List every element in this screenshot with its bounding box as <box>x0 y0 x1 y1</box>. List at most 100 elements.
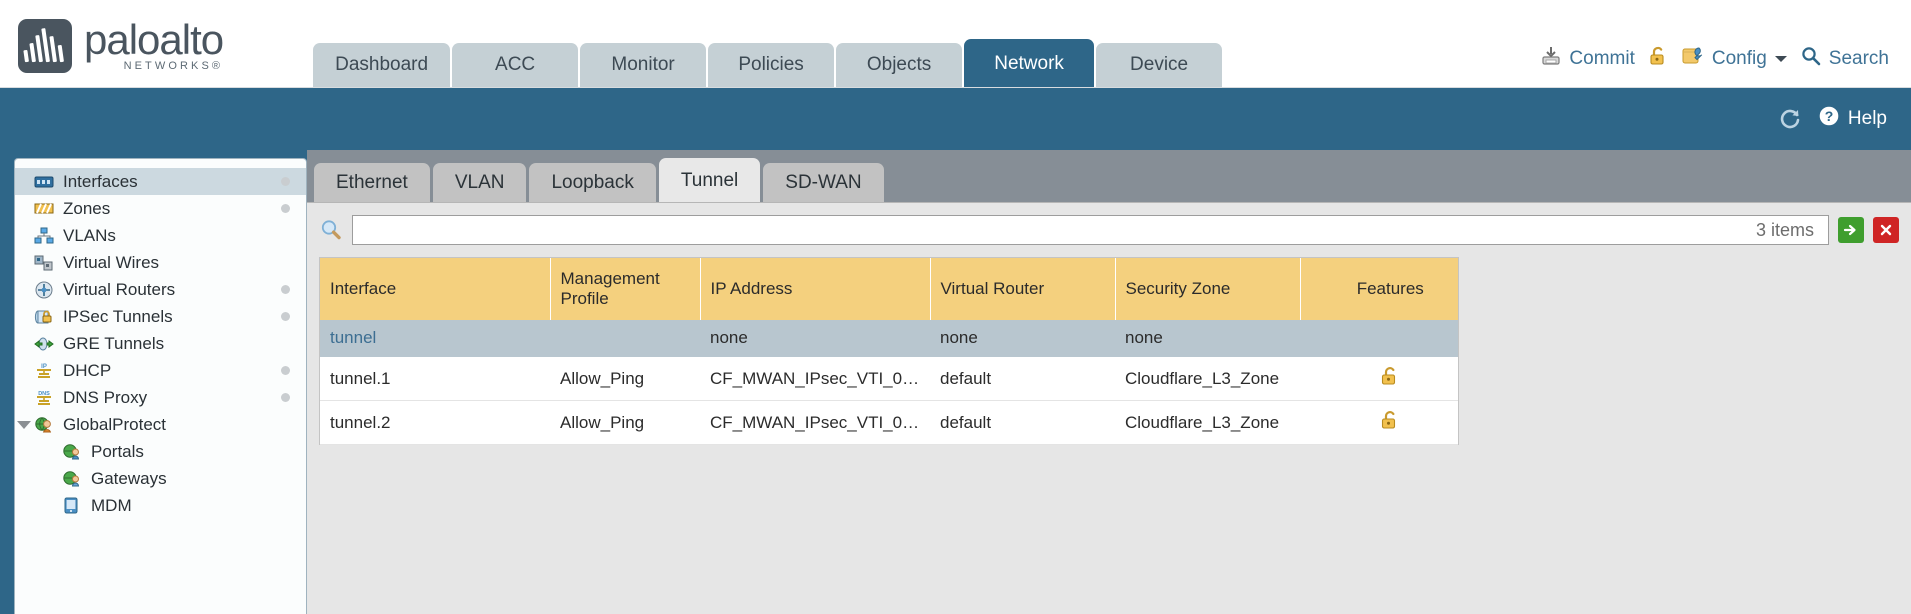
magnifier-icon <box>1800 45 1822 73</box>
sidebar-item-vlans[interactable]: VLANs <box>15 222 306 249</box>
commit-icon <box>1540 45 1562 73</box>
nav-tab-label: ACC <box>495 54 536 76</box>
nav-tab-objects[interactable]: Objects <box>836 43 963 87</box>
search-button[interactable]: Search <box>1800 45 1889 73</box>
cell-features <box>1300 356 1458 401</box>
chevron-down-icon <box>1774 48 1788 70</box>
mdm-icon <box>61 497 83 515</box>
commit-label: Commit <box>1569 48 1635 69</box>
nav-tab-device[interactable]: Device <box>1096 43 1223 87</box>
subtab-vlan[interactable]: VLAN <box>432 163 527 202</box>
sidebar-item-label: VLANs <box>63 225 116 245</box>
clear-filter-button[interactable] <box>1873 217 1899 243</box>
cell-interface[interactable]: tunnel.2 <box>320 400 550 445</box>
nav-tab-label: Objects <box>866 54 932 76</box>
column-header-management-profile[interactable]: Management Profile <box>550 258 701 320</box>
sidebar-item-virtual-routers[interactable]: Virtual Routers <box>15 276 306 303</box>
item-count-label: 3 items <box>1755 219 1814 240</box>
sidebar-item-interfaces[interactable]: Interfaces <box>15 168 306 195</box>
sidebar-item-globalprotect[interactable]: GlobalProtect <box>15 411 306 438</box>
cell-management-profile: Allow_Ping <box>550 400 700 445</box>
interfaces-panel: 3 items <box>307 202 1911 614</box>
nav-tab-label: Monitor <box>611 54 675 76</box>
virtual-routers-icon <box>33 281 55 299</box>
sidebar-item-label: Portals <box>91 441 144 461</box>
sidebar-item-label: GlobalProtect <box>63 414 166 434</box>
gateways-icon <box>61 470 83 488</box>
config-menu-button[interactable]: Config <box>1681 45 1788 73</box>
help-circle-icon: ? <box>1817 104 1841 134</box>
expand-caret-icon[interactable] <box>17 420 31 429</box>
sidebar-item-dhcp[interactable]: IP DHCP <box>15 357 306 384</box>
column-header-ip-address[interactable]: IP Address <box>700 258 931 320</box>
cell-interface[interactable]: tunnel.1 <box>320 356 550 401</box>
cell-virtual-router: none <box>930 320 1115 357</box>
sidebar-item-gateways[interactable]: Gateways <box>15 465 306 492</box>
table-header: Interface Management Profile IP Address … <box>320 258 1458 320</box>
sidebar-item-status-dot <box>281 366 290 375</box>
nav-tab-network[interactable]: Network <box>964 39 1095 87</box>
config-label: Config <box>1711 48 1767 69</box>
svg-text:?: ? <box>1825 108 1834 124</box>
nav-tab-policies[interactable]: Policies <box>708 43 835 87</box>
sidebar-item-status-dot <box>281 177 290 186</box>
nav-tab-dashboard[interactable]: Dashboard <box>313 43 451 87</box>
interfaces-table-container: Interface Management Profile IP Address … <box>319 257 1459 445</box>
sidebar-item-mdm[interactable]: MDM <box>15 492 306 519</box>
cell-features <box>1300 320 1458 357</box>
commit-button[interactable]: Commit <box>1540 45 1635 73</box>
column-header-interface[interactable]: Interface <box>320 258 551 320</box>
apply-filter-button[interactable] <box>1838 217 1864 243</box>
interfaces-icon <box>33 173 55 191</box>
sidebar-item-portals[interactable]: Portals <box>15 438 306 465</box>
virtual-wires-icon <box>33 254 55 272</box>
cell-virtual-router: default <box>930 356 1115 401</box>
sidebar-item-label: Zones <box>63 198 111 218</box>
top-right-actions: Commit Config <box>1540 45 1889 73</box>
sidebar-item-ipsec-tunnels[interactable]: IPSec Tunnels <box>15 303 306 330</box>
column-header-features[interactable]: Features <box>1300 258 1458 320</box>
help-label: Help <box>1847 108 1887 129</box>
nav-tab-label: Network <box>994 53 1064 75</box>
search-row: 3 items <box>319 213 1899 247</box>
sidebar-item-gre-tunnels[interactable]: GRE Tunnels <box>15 330 306 357</box>
help-button[interactable]: ? Help <box>1817 104 1887 134</box>
svg-text:IP: IP <box>41 364 47 370</box>
sidebar-item-label: Interfaces <box>63 171 138 191</box>
nav-tab-label: Policies <box>738 54 804 76</box>
subtab-sd-wan[interactable]: SD-WAN <box>763 163 884 202</box>
column-header-security-zone[interactable]: Security Zone <box>1115 258 1301 320</box>
nav-tab-monitor[interactable]: Monitor <box>580 43 707 87</box>
sidebar-item-virtual-wires[interactable]: Virtual Wires <box>15 249 306 276</box>
cell-management-profile <box>550 320 700 357</box>
refresh-icon[interactable] <box>1777 106 1803 132</box>
search-input[interactable]: 3 items <box>352 215 1829 245</box>
subtab-loopback[interactable]: Loopback <box>529 163 656 202</box>
subtab-tunnel[interactable]: Tunnel <box>658 158 761 202</box>
nav-tab-acc[interactable]: ACC <box>452 43 579 87</box>
zones-icon <box>33 200 55 218</box>
subtab-label: SD-WAN <box>785 172 862 194</box>
subtab-label: Tunnel <box>680 170 739 192</box>
cell-features <box>1300 400 1458 445</box>
sidebar-item-label: DNS Proxy <box>63 387 148 407</box>
column-header-virtual-router[interactable]: Virtual Router <box>930 258 1116 320</box>
sidebar-item-zones[interactable]: Zones <box>15 195 306 222</box>
sidebar-item-label: DHCP <box>63 360 112 380</box>
nav-tab-label: Device <box>1130 54 1189 76</box>
magnifier-icon[interactable] <box>319 218 343 242</box>
globalprotect-icon <box>33 416 55 434</box>
secondary-blue-bar: ? Help <box>0 88 1911 150</box>
search-label: Search <box>1828 48 1889 69</box>
padlock-icon[interactable] <box>1647 45 1669 73</box>
cell-interface[interactable]: tunnel <box>320 320 550 357</box>
sidebar-item-label: IPSec Tunnels <box>63 306 173 326</box>
subtab-ethernet[interactable]: Ethernet <box>314 163 430 202</box>
cell-security-zone: Cloudflare_L3_Zone <box>1115 356 1300 401</box>
